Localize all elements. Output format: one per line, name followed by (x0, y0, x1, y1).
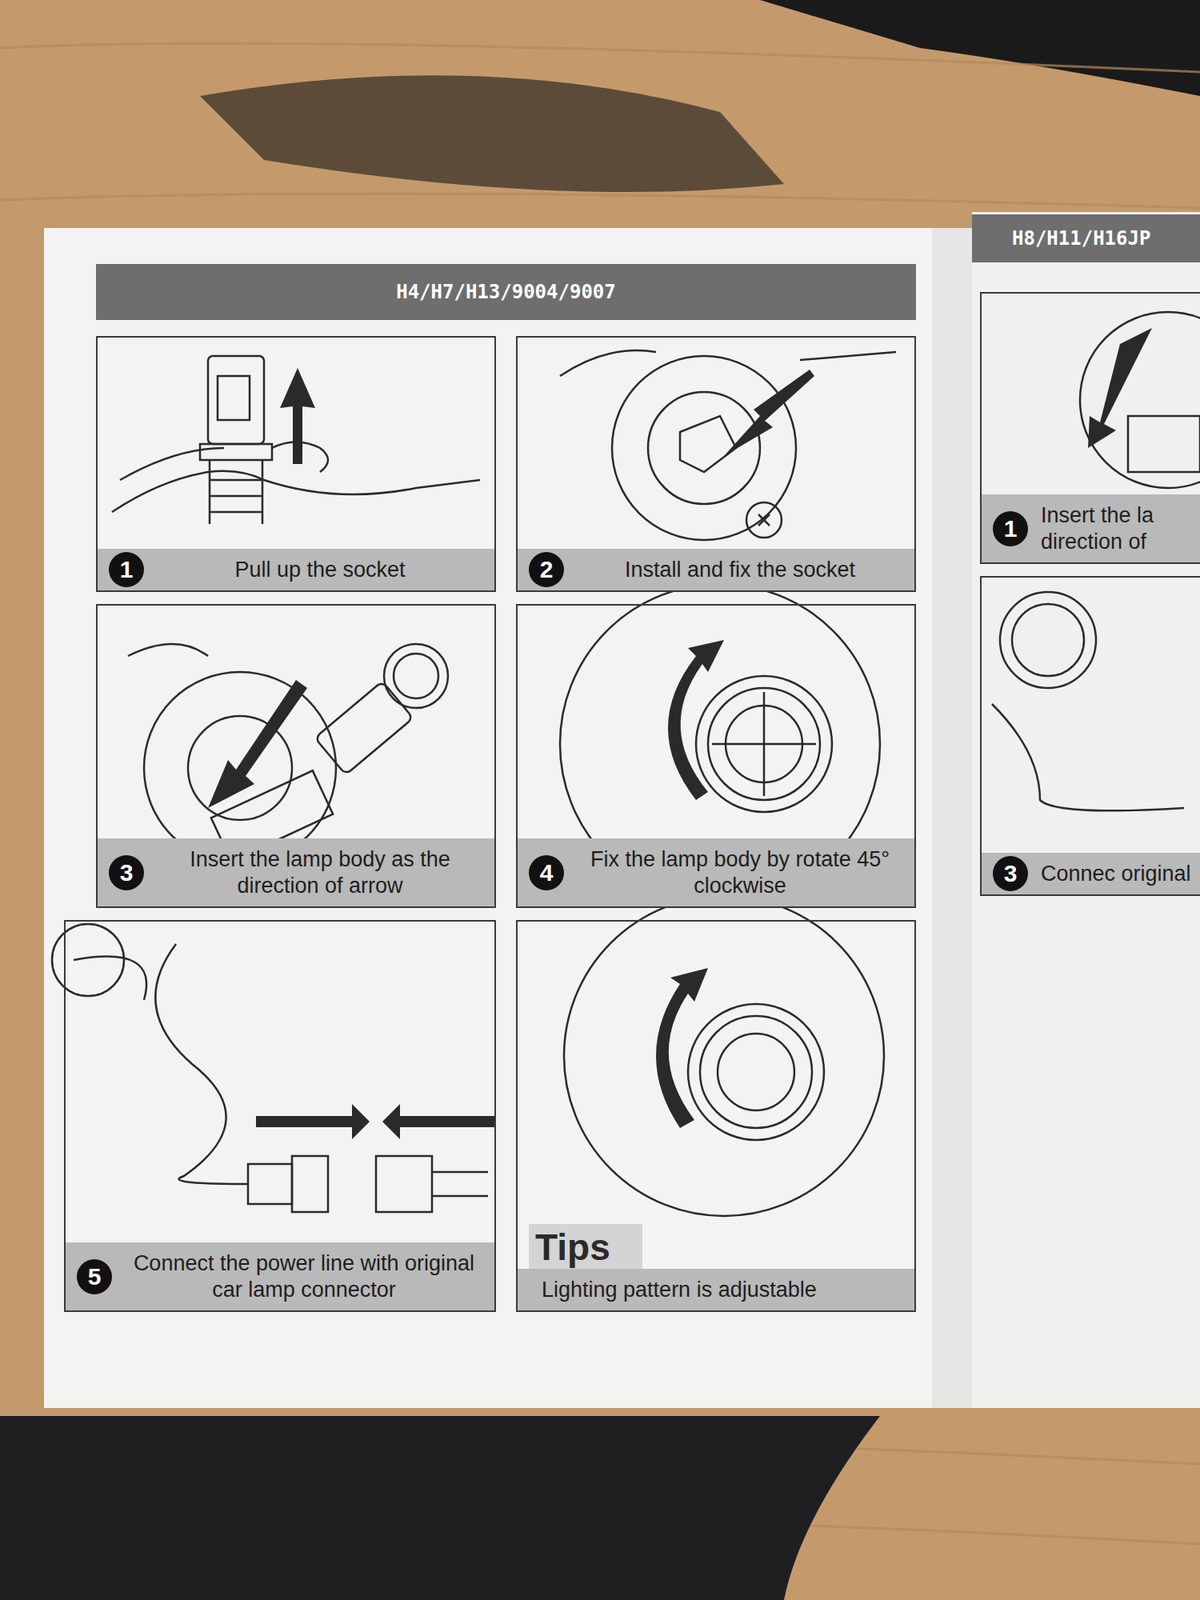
step-panel: Install and fix the socket 2 (516, 336, 916, 592)
step-caption: Pull up the socket (234, 557, 405, 582)
callout-number: 3 (992, 856, 1028, 892)
callout-number: 5 (76, 1259, 112, 1295)
step-number: 5 (88, 1263, 102, 1291)
step-number: 4 (540, 859, 554, 887)
caption-band: Install and fix the socket (517, 548, 915, 591)
step-caption: Lighting pattern is adjustable (541, 1277, 817, 1302)
header-band: H8/H11/H16JP (972, 214, 1200, 263)
callout-number: 1 (992, 511, 1028, 547)
step-number: 2 (540, 556, 554, 584)
caption-band: Connect the power line with original car… (65, 1242, 495, 1311)
callout-number: 1 (108, 552, 144, 588)
step-panel: Fix the lamp body by rotate 45° clockwis… (516, 604, 916, 908)
step-number: 3 (120, 859, 134, 887)
step-panel: Pull up the socket 1 (96, 336, 496, 592)
step-caption: Insert the la direction of (1040, 503, 1154, 553)
caption-band: Pull up the socket (97, 548, 495, 591)
caption-band: Lighting pattern is adjustable (517, 1268, 915, 1311)
callout-number: 3 (108, 855, 144, 891)
step-caption: Connect the power line with original car… (133, 1251, 475, 1301)
step-number: 3 (1004, 860, 1018, 888)
step-panel: TipsLighting pattern is adjustable (516, 920, 916, 1312)
step-caption: Install and fix the socket (624, 557, 856, 582)
model-list: H8/H11/H16JP (1012, 227, 1151, 250)
step-panel: Connect the power line with original car… (64, 920, 496, 1312)
callout-number: 4 (528, 855, 564, 891)
step-panel: Insert the lamp body as the direction of… (96, 604, 496, 908)
step-caption: Fix the lamp body by rotate 45° clockwis… (590, 847, 890, 897)
caption-band: Insert the lamp body as the direction of… (97, 838, 495, 907)
header-band: H4/H7/H13/9004/9007 (96, 264, 916, 320)
tips-heading: Tips (535, 1226, 611, 1268)
step-panel: Connec original 3 (980, 576, 1200, 896)
step-caption: Insert the lamp body as the direction of… (189, 847, 451, 897)
model-list: H4/H7/H13/9004/9007 (396, 280, 616, 304)
step-number: 1 (1004, 515, 1018, 543)
tips-tab: Tips (528, 1224, 643, 1269)
step-panel: Insert the la direction of 1 (980, 292, 1200, 564)
step-number: 1 (120, 556, 134, 584)
callout-number: 2 (528, 552, 564, 588)
step-caption: Connec original (1040, 861, 1192, 886)
caption-band: Fix the lamp body by rotate 45° clockwis… (517, 838, 915, 907)
